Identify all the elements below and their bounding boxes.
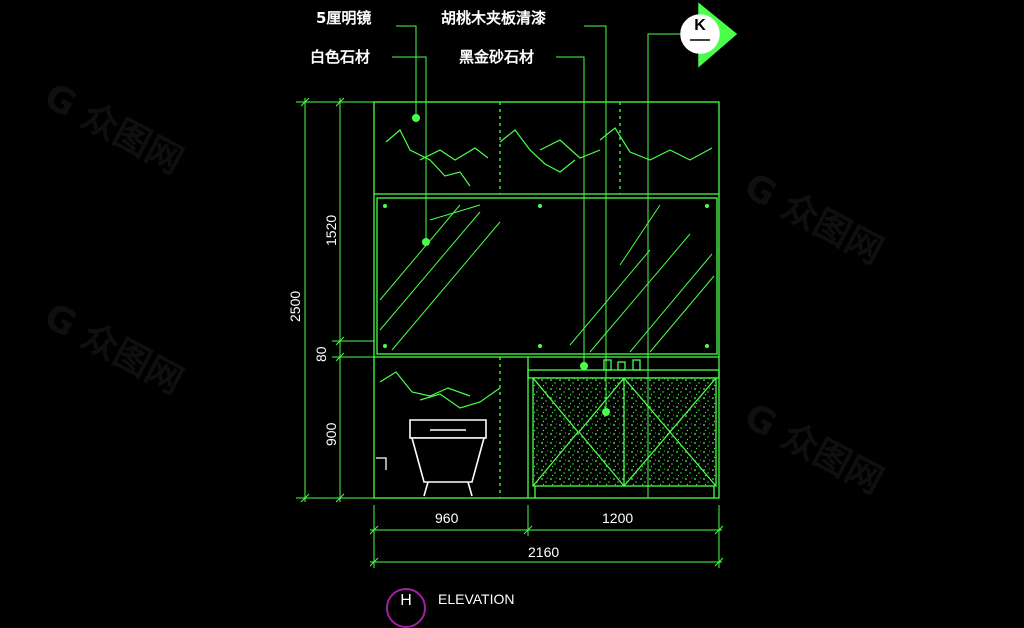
dim-gap-height: 80	[313, 346, 329, 362]
elevation-frame	[373, 101, 720, 499]
drawing-title: ELEVATION	[438, 591, 515, 607]
chair	[409, 419, 487, 497]
label-walnut-veneer: 胡桃木夹板清漆	[441, 9, 547, 27]
leader-dot	[602, 408, 610, 416]
countertop	[527, 369, 720, 379]
dim-lower-height: 900	[323, 422, 339, 446]
label-mirror: 5厘明镜	[316, 9, 372, 27]
mirror-panel	[376, 197, 718, 355]
elevation-drawing: K	[296, 2, 738, 568]
section-marker-letter: K	[694, 17, 706, 34]
drawing-canvas: G 众图网 G 众图网 G 众图网 G 众图网	[38, 2, 889, 628]
leader-dot	[412, 114, 420, 122]
section-marker	[680, 2, 738, 68]
dim-left-width: 960	[435, 510, 459, 526]
label-white-stone: 白色石材	[310, 48, 371, 66]
dim-overall-width: 2160	[528, 544, 560, 560]
dim-right-width: 1200	[602, 510, 634, 526]
label-black-gold-stone: 黑金砂石材	[459, 48, 535, 66]
leader-dot	[580, 362, 588, 370]
title-marker: H	[386, 588, 426, 628]
title-marker-letter: H	[400, 592, 412, 609]
dim-overall-height: 2500	[287, 290, 303, 322]
dim-upper-height: 1520	[323, 214, 339, 246]
leader-dot	[422, 238, 430, 246]
